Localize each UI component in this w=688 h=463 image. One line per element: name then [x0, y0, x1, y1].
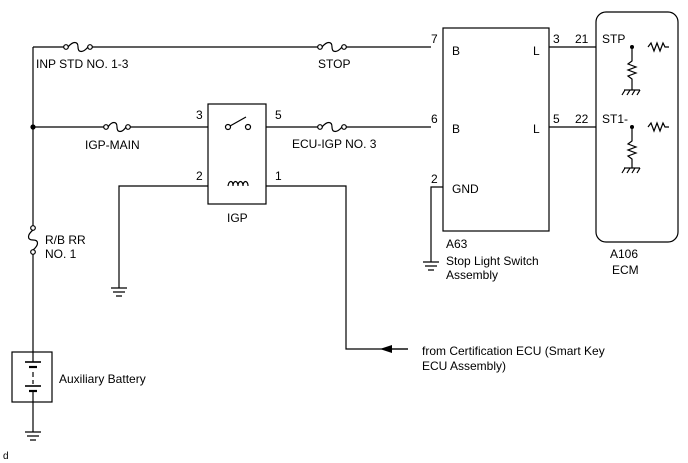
source-note-line1: from Certification ECU (Smart Key [422, 344, 605, 358]
relay-pin-1: 1 [275, 169, 282, 183]
source-note-line2: ECU Assembly) [422, 359, 506, 373]
switch-terminal-b-top: B [452, 44, 460, 58]
switch-name-line1: Stop Light Switch [446, 254, 539, 268]
battery-icon [11, 351, 53, 403]
fuse-rb-rr-icon [27, 225, 39, 255]
fuse-inp-std-icon [63, 41, 93, 53]
relay-contact-icon [244, 123, 252, 131]
ground-icon [423, 261, 439, 271]
relay-pin-2: 2 [196, 169, 203, 183]
ecm-resistor-st1-icon [621, 121, 669, 174]
igp-relay [207, 103, 267, 205]
stop-light-switch-box [442, 27, 550, 232]
ecm-box [595, 11, 679, 243]
fuse-label-ecu-igp: ECU-IGP NO. 3 [292, 137, 377, 151]
relay-name: IGP [227, 211, 248, 225]
fuse-label-stop: STOP [318, 57, 350, 71]
relay-coil-icon [227, 180, 249, 187]
switch-terminal-gnd: GND [452, 182, 479, 196]
ground-icon [25, 431, 41, 441]
ecm-resistor-stp-icon [621, 41, 669, 96]
fuse-label-inp-std: INP STD NO. 1-3 [36, 57, 129, 71]
ecm-signal-st1: ST1- [602, 112, 628, 126]
corner-mark: d [3, 451, 9, 462]
switch-pin-7: 7 [431, 32, 438, 46]
switch-name-line2: Assembly [446, 268, 498, 282]
fuse-label-igp-main: IGP-MAIN [85, 138, 140, 152]
relay-contact-icon [224, 123, 232, 131]
switch-pin-5: 5 [553, 112, 560, 126]
ecm-code: A106 [610, 247, 638, 261]
switch-terminal-l-mid: L [533, 122, 540, 136]
ecm-pin-22: 22 [575, 112, 589, 126]
wire-switch-gnd [430, 186, 443, 262]
ecm-name: ECM [612, 263, 639, 277]
switch-code: A63 [446, 237, 468, 251]
fuse-label-rb-rr-2: NO. 1 [45, 247, 77, 261]
wire-coil-right [248, 185, 408, 350]
fuse-label-rb-rr-1: R/B RR [45, 233, 86, 247]
switch-pin-3: 3 [553, 32, 560, 46]
ecm-pin-21: 21 [575, 32, 589, 46]
wire-coil-left [118, 185, 228, 288]
relay-pin-3: 3 [196, 108, 203, 122]
relay-pin-5: 5 [275, 108, 282, 122]
switch-terminal-l-top: L [533, 44, 540, 58]
fuse-igp-main-icon [103, 121, 131, 133]
junction-dot [30, 124, 36, 130]
switch-pin-6: 6 [431, 112, 438, 126]
ground-icon [111, 287, 127, 297]
ecm-signal-stp: STP [602, 32, 625, 46]
fuse-ecu-igp-icon [317, 121, 347, 133]
switch-pin-2: 2 [431, 172, 438, 186]
battery-label: Auxiliary Battery [59, 372, 146, 386]
relay-switch-arm [229, 116, 247, 127]
fuse-stop-icon [317, 41, 347, 53]
arrow-head-icon [380, 345, 392, 353]
switch-terminal-b-mid: B [452, 122, 460, 136]
